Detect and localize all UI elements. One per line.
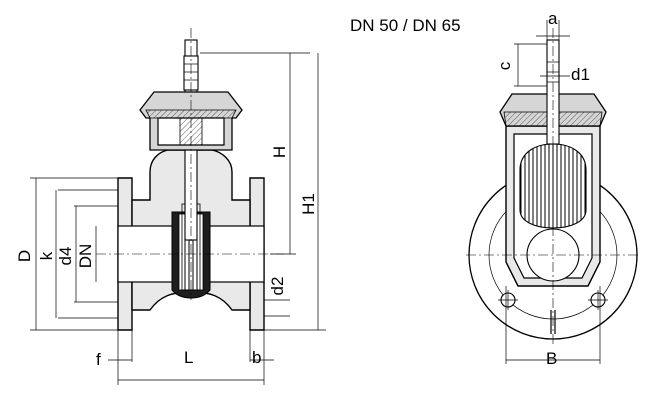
front-section-view — [466, 20, 640, 364]
dim-label-b: b — [252, 348, 261, 367]
dim-label-d2: d2 — [268, 277, 287, 296]
dim-label-k: k — [37, 251, 56, 260]
dim-label-DN: DN — [76, 244, 95, 269]
dim-label-B: B — [546, 349, 557, 368]
dim-label-a: a — [548, 9, 558, 28]
dim-label-D: D — [15, 250, 34, 262]
side-section-view — [30, 28, 326, 385]
dim-label-L: L — [184, 348, 193, 367]
dim-label-H1: H1 — [299, 193, 318, 215]
dim-label-d1: d1 — [571, 65, 590, 84]
dim-label-H: H — [270, 146, 289, 158]
dim-label-c: c — [495, 61, 514, 70]
dim-label-d4: d4 — [56, 247, 75, 266]
dim-label-f: f — [96, 350, 101, 369]
drawing-title: DN 50 / DN 65 — [350, 16, 461, 35]
